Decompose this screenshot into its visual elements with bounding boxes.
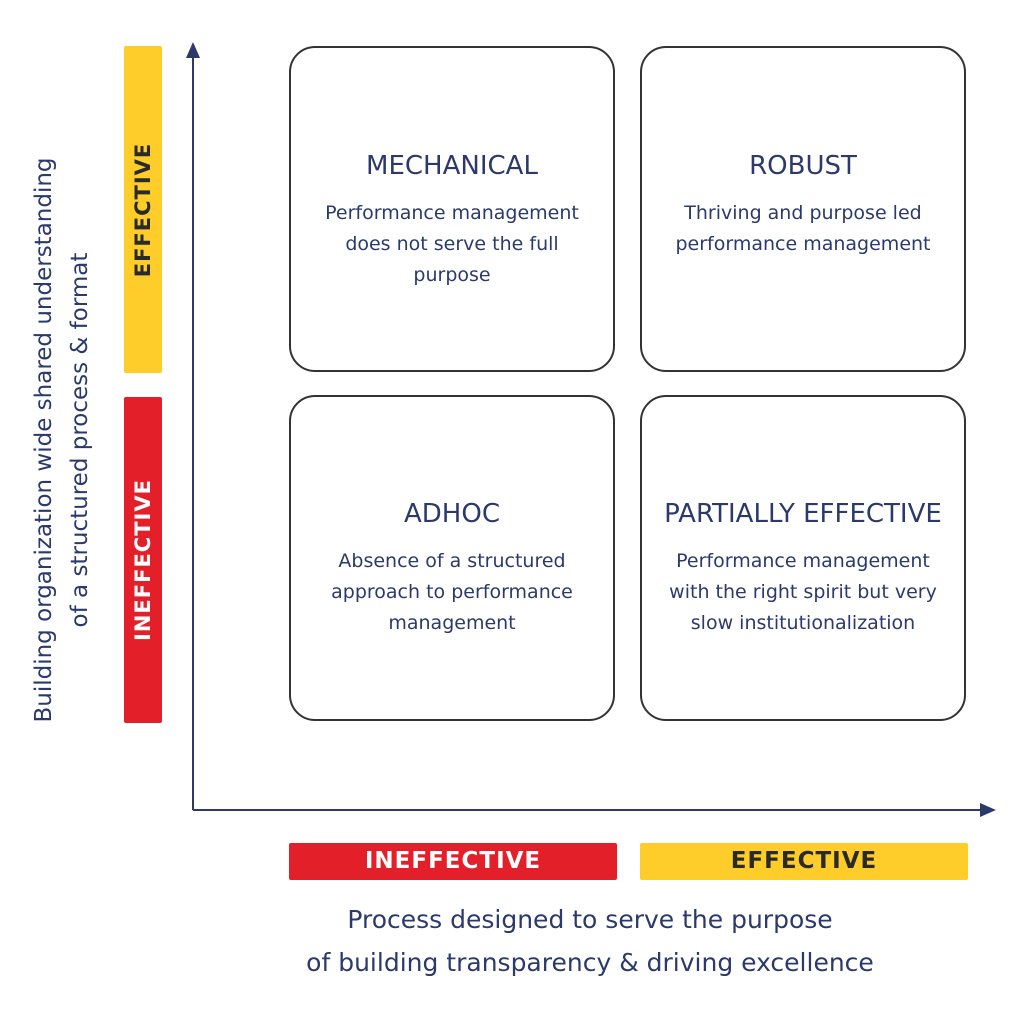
quadrant-description-line: Performance management [676, 550, 930, 572]
y-axis-title-line-2: of a structured process & format [67, 252, 93, 628]
x-axis-title-line-1: Process designed to serve the purpose [347, 905, 833, 934]
quadrant-description-line: does not serve the full [345, 233, 559, 255]
quadrant-description-line: Performance management [325, 202, 579, 224]
quadrant-description-line: Thriving and purpose led [684, 202, 922, 224]
quadrant-description-line: management [388, 612, 516, 634]
y-ineffective-label: INEFFECTIVE [131, 479, 155, 641]
quadrant-description: Performance management does not serve th… [305, 198, 599, 291]
quadrant-description-line: approach to performance [331, 581, 573, 603]
quadrant-description-line: with the right spirit but very [669, 581, 937, 603]
x-axis-title: Process designed to serve the purpose of… [240, 898, 940, 984]
quadrant-adhoc: ADHOC Absence of a structured approach t… [289, 395, 615, 721]
x-axis-title-line-2: of building transparency & driving excel… [306, 948, 874, 977]
y-axis-title: Building organization wide shared unders… [26, 80, 98, 800]
quadrant-description: Thriving and purpose led performance man… [656, 198, 950, 260]
y-effective-bar: EFFECTIVE [124, 46, 162, 373]
y-axis-title-line-1: Building organization wide shared unders… [31, 157, 57, 723]
y-effective-label: EFFECTIVE [131, 142, 155, 277]
y-axis-arrow-icon [186, 42, 200, 58]
quadrant-description-line: performance management [675, 233, 931, 255]
quadrant-description-line: purpose [413, 264, 491, 286]
quadrant-description: Performance management with the right sp… [656, 546, 950, 639]
quadrant-title: MECHANICAL [366, 151, 538, 181]
quadrant-description: Absence of a structured approach to perf… [305, 546, 599, 639]
quadrant-robust: ROBUST Thriving and purpose led performa… [640, 46, 966, 372]
x-ineffective-bar: INEFFECTIVE [289, 843, 617, 880]
quadrant-title: PARTIALLY EFFECTIVE [664, 499, 942, 529]
quadrant-title: ROBUST [749, 151, 857, 181]
quadrant-partially-effective: PARTIALLY EFFECTIVE Performance manageme… [640, 395, 966, 721]
quadrant-description-line: slow institutionalization [690, 612, 916, 634]
quadrant-mechanical: MECHANICAL Performance management does n… [289, 46, 615, 372]
x-axis-arrow-icon [980, 803, 996, 817]
x-effective-bar: EFFECTIVE [640, 843, 968, 880]
y-ineffective-bar: INEFFECTIVE [124, 397, 162, 723]
quadrant-title: ADHOC [404, 499, 500, 529]
quadrant-description-line: Absence of a structured [338, 550, 566, 572]
